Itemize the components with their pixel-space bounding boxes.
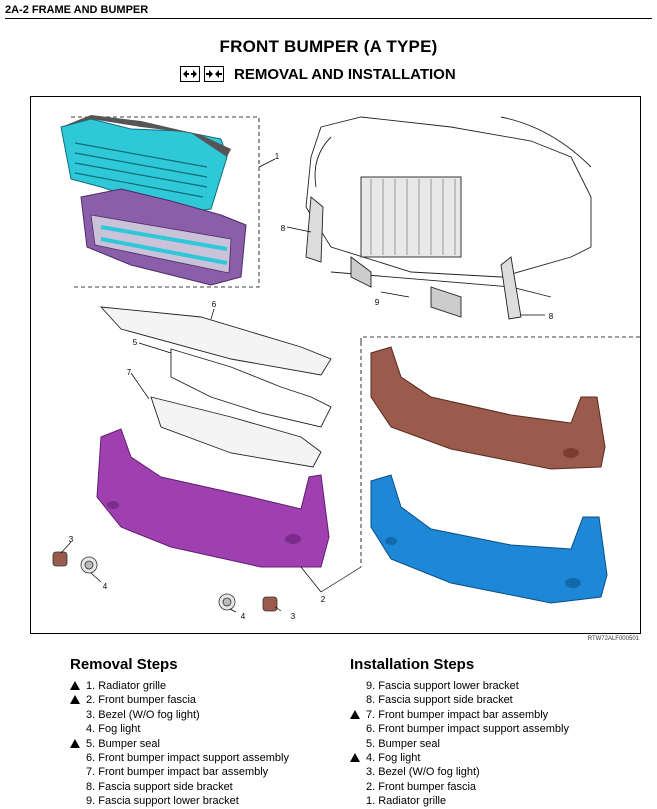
impact-support-assembly — [99, 306, 332, 376]
installation-arrows-icon — [204, 66, 224, 82]
removal-steps: Removal Steps 1. Radiator grille 2. Front… — [70, 656, 289, 809]
installation-step-text: 3. Bezel (W/O fog light) — [366, 766, 480, 779]
removal-step-text: 9. Fascia support lower bracket — [86, 795, 239, 808]
removal-step-item: 3. Bezel (W/O fog light) — [70, 708, 289, 722]
radiator-grille-cyan — [60, 115, 231, 214]
removal-step-text: 8. Fascia support side bracket — [86, 780, 233, 793]
installation-step-text: 6. Front bumper impact support assembly — [366, 723, 569, 736]
installation-step-item: 2. Front bumper fascia — [350, 780, 569, 794]
callout-9: 9 — [375, 298, 380, 307]
fog-light-right — [218, 593, 278, 612]
removal-step-item: 5. Bumper seal — [70, 737, 289, 751]
installation-step-text: 5. Bumper seal — [366, 737, 440, 750]
removal-step-item: 8. Fascia support side bracket — [70, 780, 289, 794]
removal-arrows-icon — [180, 66, 200, 82]
bumper-seal — [170, 348, 332, 428]
installation-step-text: 2. Front bumper fascia — [366, 780, 477, 793]
fog-bezel-right — [262, 596, 278, 612]
header-rule — [5, 18, 652, 19]
installation-step-item: 6. Front bumper impact support assembly — [350, 722, 569, 736]
installation-step-item: 8. Fascia support side bracket — [350, 693, 569, 707]
impact-bar-assembly — [150, 396, 322, 468]
front-bumper-fascia-blue — [370, 474, 608, 604]
fog-light-left — [52, 551, 98, 574]
callout-8-left: 8 — [281, 224, 286, 233]
front-bumper-fascia-magenta — [96, 428, 330, 568]
callout-4-right: 4 — [241, 612, 246, 621]
section-header: 2A-2 FRAME AND BUMPER — [5, 4, 149, 16]
callout-5: 5 — [133, 338, 138, 347]
exploded-view-figure: 1 8 9 8 6 5 7 3 4 4 3 2 — [30, 96, 642, 634]
installation-step-list: 9. Fascia support lower bracket 8. Fascia… — [350, 679, 569, 809]
triangle-marker-icon — [350, 709, 360, 719]
callout-1: 1 — [275, 152, 280, 161]
removal-heading: Removal Steps — [70, 656, 178, 673]
removal-step-item: 2. Front bumper fascia — [70, 693, 289, 707]
grille-group-box — [71, 116, 260, 288]
callout-4-left: 4 — [103, 582, 108, 591]
installation-step-item: 4. Fog light — [350, 751, 569, 765]
vehicle-front-structure — [305, 116, 592, 320]
bezel-purple — [80, 188, 247, 286]
installation-steps: Installation Steps 9. Fascia support low… — [350, 656, 569, 809]
removal-step-text: 2. Front bumper fascia — [86, 694, 197, 707]
removal-step-text: 5. Bumper seal — [86, 737, 160, 750]
removal-step-text: 4. Fog light — [86, 723, 141, 736]
callout-3-left: 3 — [69, 535, 74, 544]
exploded-view-illustration: 1 8 9 8 6 5 7 3 4 4 3 2 — [52, 115, 642, 621]
page-title: FRONT BUMPER (A TYPE) — [219, 37, 438, 56]
callout-7: 7 — [127, 368, 132, 377]
installation-step-text: 7. Front bumper impact bar assembly — [366, 708, 549, 721]
installation-step-item: 5. Bumper seal — [350, 737, 569, 751]
installation-step-text: 1. Radiator grille — [366, 795, 447, 808]
triangle-marker-icon — [350, 752, 360, 762]
triangle-marker-icon — [70, 695, 80, 705]
triangle-marker-icon — [70, 738, 80, 748]
front-bumper-fascia-brown — [370, 346, 606, 470]
fog-bezel-left — [52, 551, 68, 567]
fascia-group-box — [360, 336, 642, 342]
subtitle-row: REMOVAL AND INSTALLATION — [180, 63, 456, 85]
triangle-marker-icon — [70, 681, 80, 690]
removal-step-text: 7. Front bumper impact bar assembly — [86, 766, 269, 779]
installation-step-item: 7. Front bumper impact bar assembly — [350, 708, 569, 722]
removal-step-list: 1. Radiator grille 2. Front bumper fascia… — [70, 679, 289, 809]
removal-step-item: 6. Front bumper impact support assembly — [70, 751, 289, 765]
removal-step-item: 4. Fog light — [70, 722, 289, 736]
installation-step-text: 8. Fascia support side bracket — [366, 694, 513, 707]
removal-step-text: 6. Front bumper impact support assembly — [86, 751, 289, 764]
figure-code: RTW72ALF000501 — [587, 636, 639, 642]
installation-step-item: 3. Bezel (W/O fog light) — [350, 765, 569, 779]
installation-step-text: 9. Fascia support lower bracket — [366, 680, 519, 692]
callout-8-right: 8 — [549, 312, 554, 321]
removal-step-text: 1. Radiator grille — [86, 680, 167, 692]
installation-step-text: 4. Fog light — [366, 751, 421, 764]
removal-step-text: 3. Bezel (W/O fog light) — [86, 708, 200, 721]
callout-3-right: 3 — [291, 612, 296, 621]
installation-step-item: 9. Fascia support lower bracket — [350, 679, 569, 693]
removal-step-item: 7. Front bumper impact bar assembly — [70, 765, 289, 779]
removal-step-item: 1. Radiator grille — [70, 679, 289, 693]
callout-2: 2 — [321, 595, 326, 604]
removal-step-item: 9. Fascia support lower bracket — [70, 794, 289, 808]
callout-6: 6 — [212, 300, 217, 309]
installation-step-item: 1. Radiator grille — [350, 794, 569, 808]
installation-heading: Installation Steps — [350, 656, 475, 673]
subtitle: REMOVAL AND INSTALLATION — [234, 65, 456, 83]
